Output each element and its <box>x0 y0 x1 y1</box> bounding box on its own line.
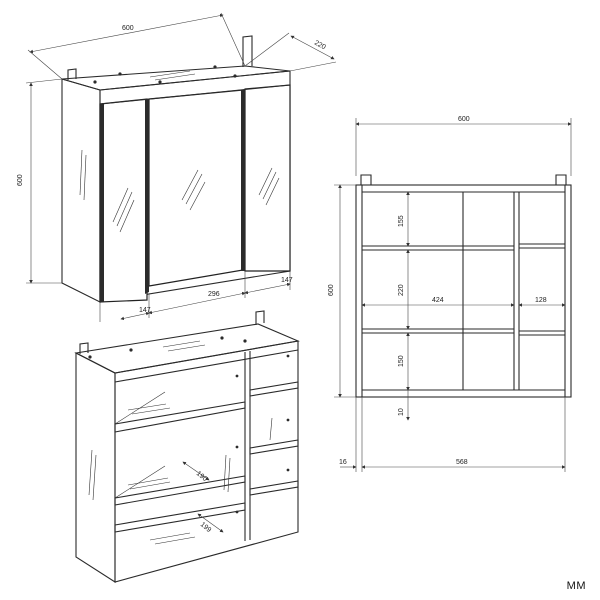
dim-iso-height: 600 <box>17 174 24 186</box>
dim-iso-depth: 220 <box>313 40 327 52</box>
dim-gap-bottom: 150 <box>398 355 405 367</box>
dim-inner-right: 128 <box>535 297 547 304</box>
dim-iso-width: 600 <box>122 25 134 32</box>
dim-door-center: 296 <box>208 291 220 298</box>
dim-bottom-offset: 10 <box>398 408 405 416</box>
dim-door-right: 147 <box>281 277 293 284</box>
open-shelf-view: 190 199 <box>74 310 300 584</box>
dim-inner-left: 424 <box>432 297 444 304</box>
dim-gap-top: 155 <box>398 215 405 227</box>
dim-inner-width: 568 <box>456 459 468 466</box>
front-elevation-view: 600 600 155 220 150 10 424 128 16 568 <box>328 116 572 472</box>
dim-side-thickness: 16 <box>339 459 347 466</box>
closed-cabinet-view: 600 220 600 147 296 147 <box>17 12 337 322</box>
dim-gap-mid: 220 <box>398 284 405 296</box>
dim-front-height: 600 <box>328 284 335 296</box>
unit-label: MM <box>566 580 586 592</box>
dim-door-left: 147 <box>139 307 151 314</box>
dim-front-width: 600 <box>458 116 470 123</box>
dim-shelf-depth-a: 190 <box>195 470 209 483</box>
